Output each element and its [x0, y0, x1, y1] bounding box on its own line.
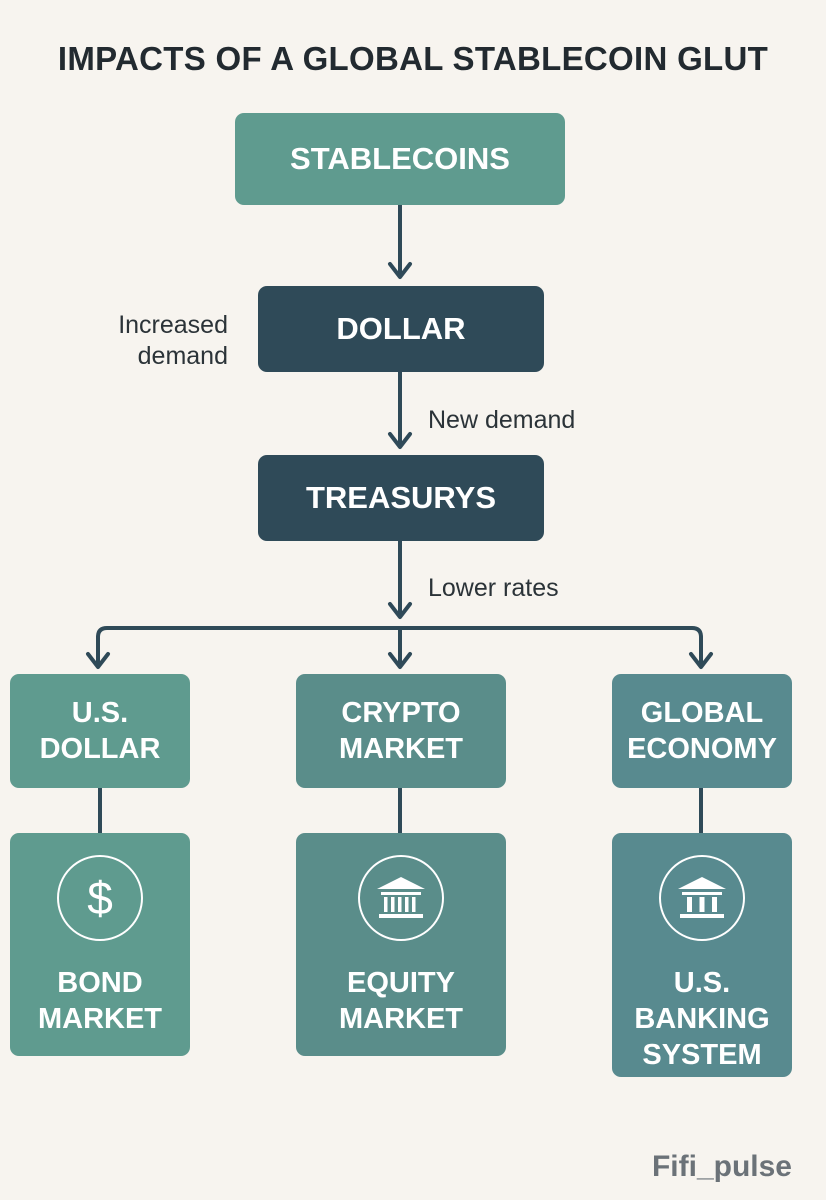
node-bond-market-line-1: BOND — [57, 967, 143, 999]
edge-label-new-demand: New demand — [428, 406, 576, 434]
node-equity-market-line-1: EQUITY — [347, 967, 455, 999]
edge-label-increased-line-1: Increased — [118, 311, 228, 339]
node-equity-market: EQUITY MARKET — [296, 833, 506, 1056]
page-title: IMPACTS OF A GLOBAL STABLECOIN GLUT — [57, 40, 769, 77]
node-us-banking-system: U.S. BANKING SYSTEM — [612, 833, 792, 1077]
bank-building-svg — [377, 877, 425, 918]
dollar-circle-icon: $ — [57, 855, 143, 941]
dollar-sign-glyph: $ — [87, 872, 113, 924]
node-global-economy: GLOBAL ECONOMY — [612, 674, 792, 788]
bank-building-icon — [358, 855, 444, 941]
node-dollar: DOLLAR — [258, 286, 544, 372]
watermark: Fifi_pulse — [651, 1150, 792, 1183]
node-crypto-market-line-1: CRYPTO — [341, 697, 461, 729]
edge-label-increased-demand: Increased demand — [70, 310, 228, 372]
node-dollar-label: DOLLAR — [336, 311, 466, 346]
node-crypto-market-line-2: MARKET — [338, 733, 464, 765]
node-crypto-market: CRYPTO MARKET — [296, 674, 506, 788]
node-us-banking-system-line-3: SYSTEM — [642, 1039, 762, 1071]
node-equity-market-line-2: MARKET — [338, 1003, 464, 1035]
bank-building-icon — [659, 855, 745, 941]
node-us-dollar: U.S. DOLLAR — [10, 674, 190, 788]
node-us-dollar-line-2: DOLLAR — [39, 733, 161, 765]
node-treasurys-label: TREASURYS — [305, 480, 497, 515]
edge-label-increased-line-2: demand — [137, 342, 228, 370]
bank-building-svg — [678, 877, 726, 918]
node-treasurys: TREASURYS — [258, 455, 544, 541]
node-us-dollar-line-1: U.S. — [71, 697, 129, 729]
node-global-economy-line-2: ECONOMY — [627, 733, 777, 765]
node-stablecoins: STABLECOINS — [235, 113, 565, 205]
node-bond-market-line-2: MARKET — [37, 1003, 163, 1035]
node-global-economy-line-1: GLOBAL — [640, 697, 764, 729]
edge-label-lower-rates: Lower rates — [428, 574, 559, 602]
node-us-banking-system-line-2: BANKING — [634, 1003, 770, 1035]
node-us-banking-system-line-1: U.S. — [673, 967, 731, 999]
node-bond-market: $ BOND MARKET — [10, 833, 190, 1056]
node-stablecoins-label: STABLECOINS — [290, 141, 510, 176]
